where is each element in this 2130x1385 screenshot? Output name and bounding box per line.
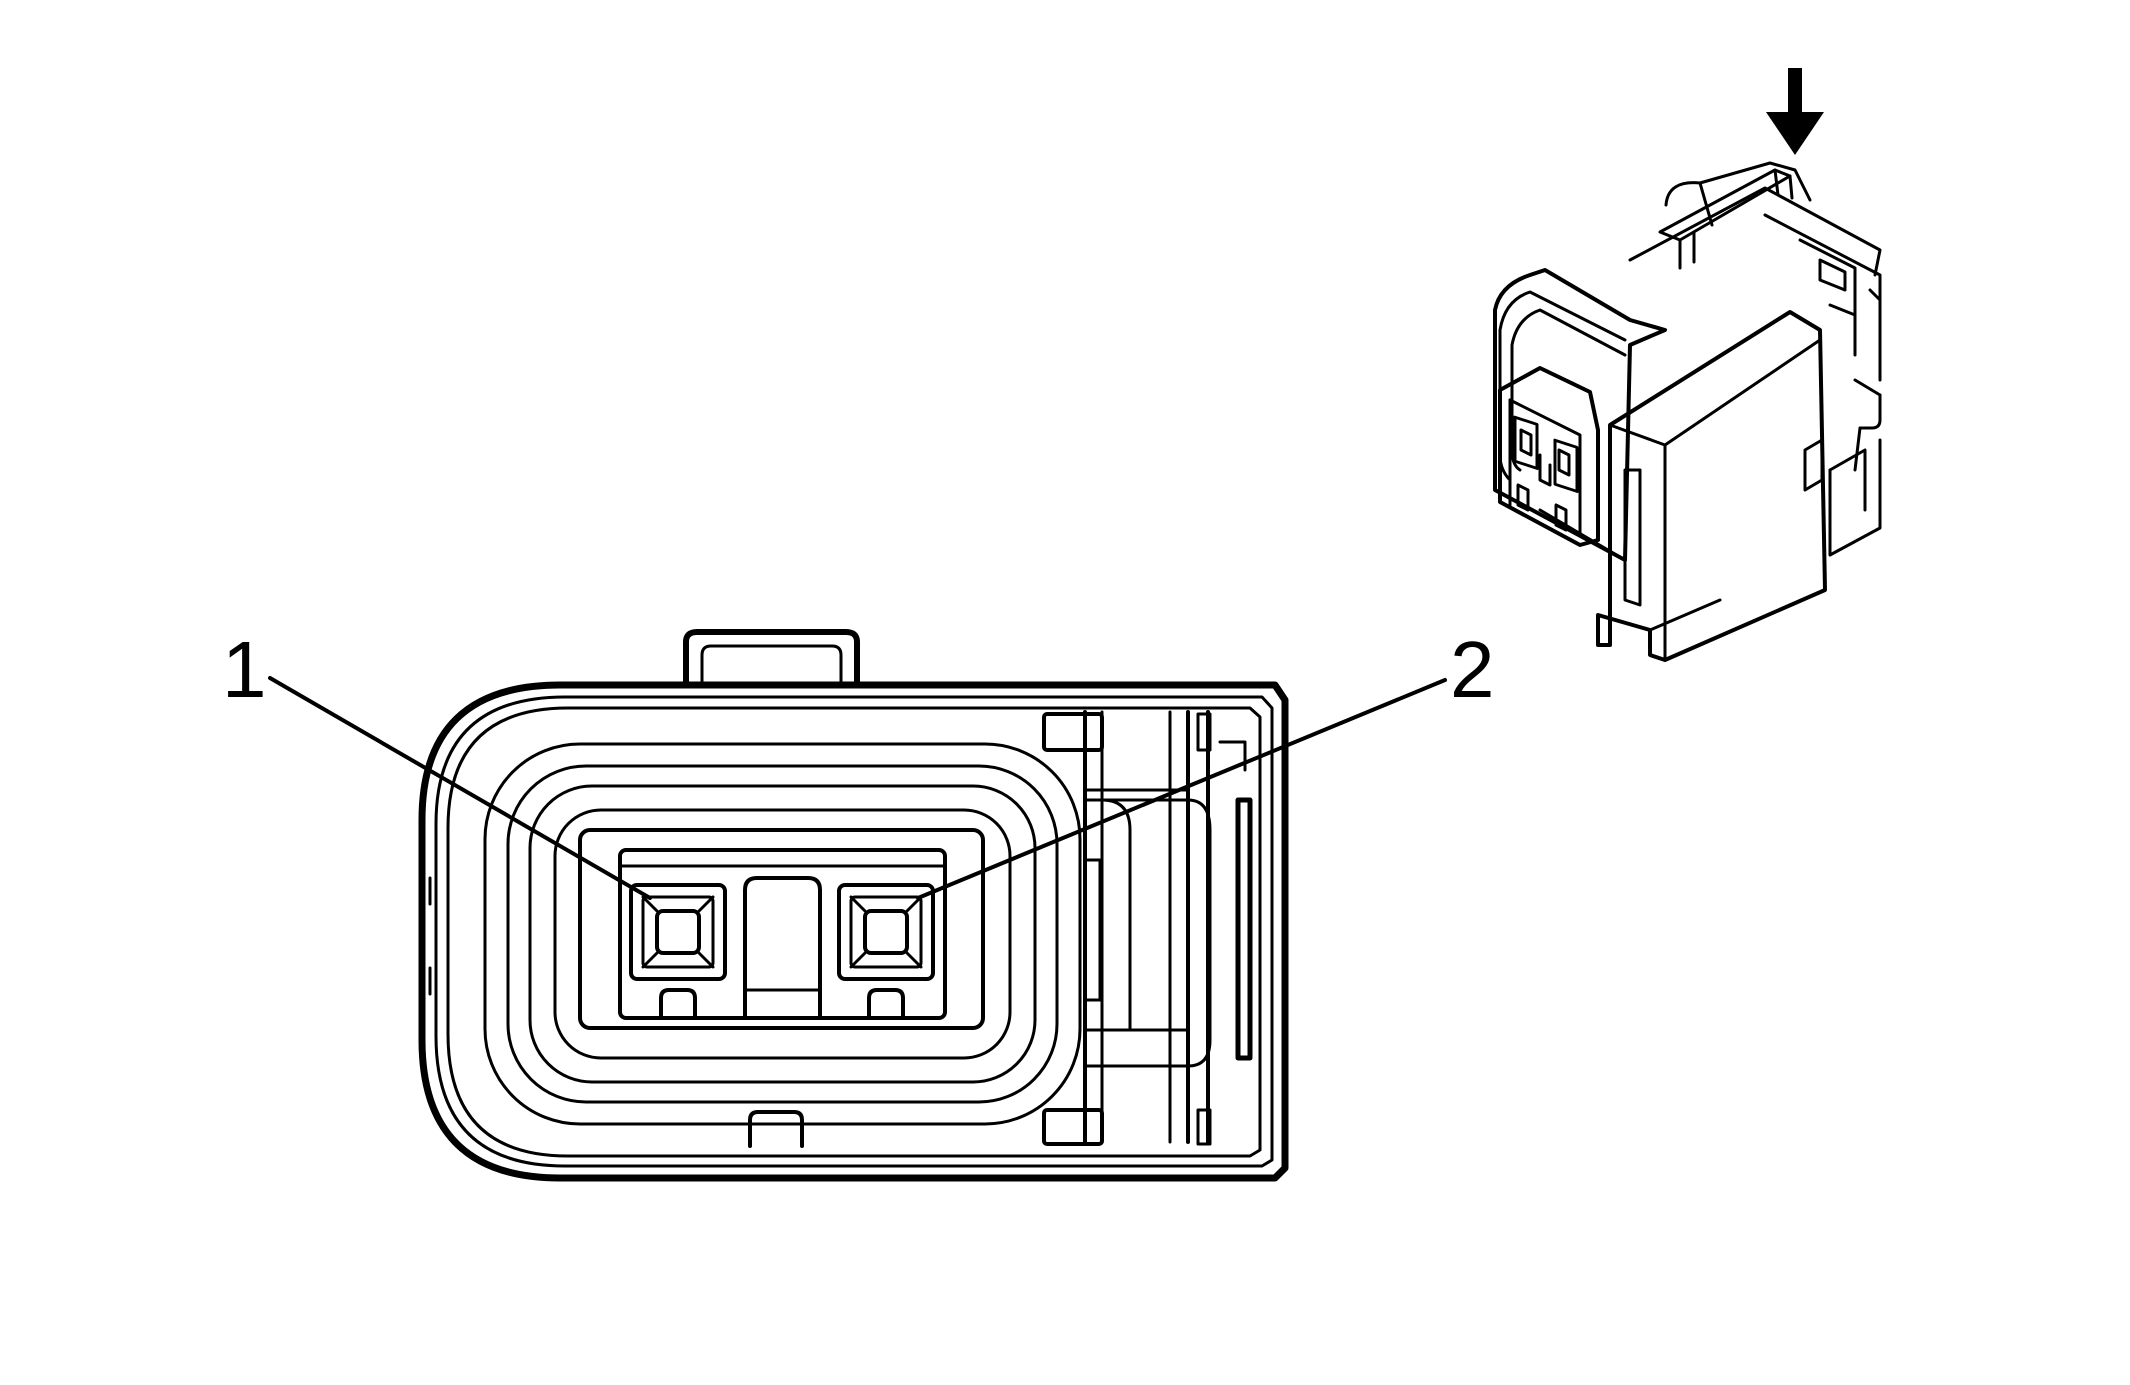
front-cover <box>1596 310 1827 662</box>
leader-line-1 <box>268 676 652 900</box>
center-divider <box>743 876 822 1020</box>
inset-terminal-face <box>1498 366 1600 547</box>
lock-structure <box>1042 710 1253 1146</box>
terminal-cavity-frame <box>578 828 985 1030</box>
callout-2: 2 <box>916 625 1495 900</box>
terminal-pin-2 <box>837 883 935 1020</box>
connector-isometric-view <box>1493 68 1882 662</box>
down-arrow-icon <box>1766 68 1824 155</box>
callout-1: 1 <box>222 625 652 900</box>
bottom-key <box>748 1110 804 1148</box>
connector-face-view <box>418 629 1289 1182</box>
leader-line-2 <box>916 678 1447 900</box>
callout-label-1: 1 <box>222 625 267 714</box>
housing-outline <box>418 681 1289 1182</box>
seal-rings <box>483 742 1082 1126</box>
lock-lever <box>1658 161 1812 270</box>
latch-tab <box>683 629 860 688</box>
terminal-pin-1 <box>629 883 727 1020</box>
callout-label-2: 2 <box>1450 625 1495 714</box>
rear-body <box>1628 186 1882 557</box>
